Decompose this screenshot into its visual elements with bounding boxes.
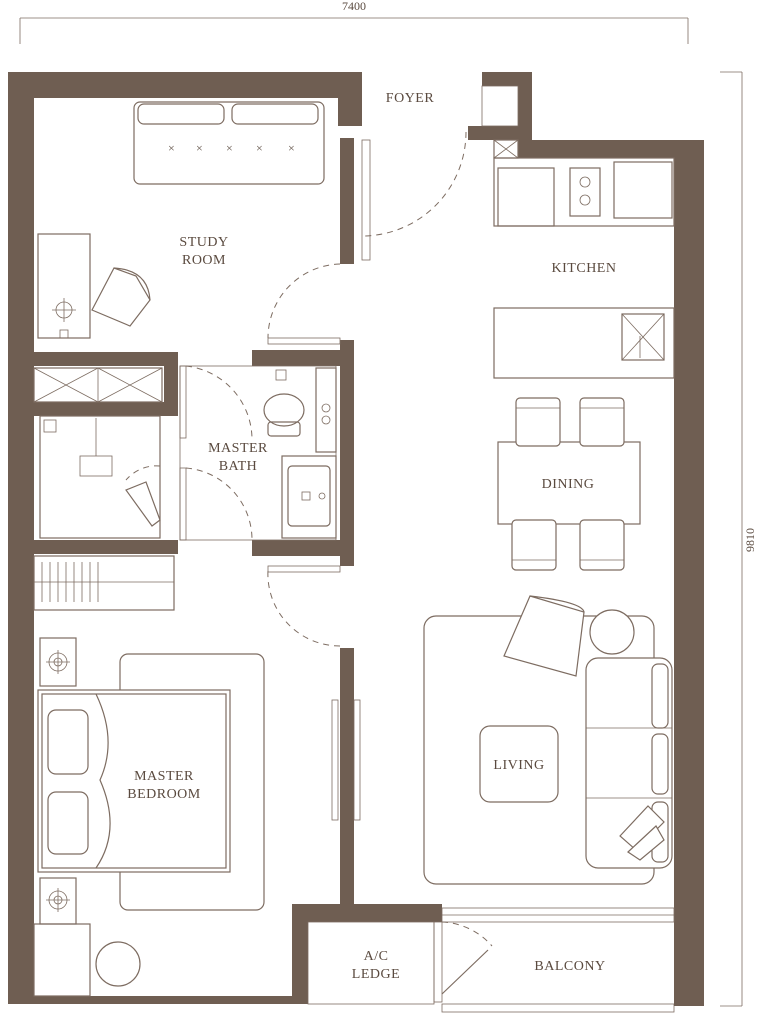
bedroom-sliding-door	[331, 699, 361, 821]
dining-label: DINING	[542, 477, 595, 492]
height-dimension-label: 9810	[743, 528, 757, 552]
width-dimension: 7400	[19, 0, 689, 44]
ac-ledge: A/C LEDGE	[307, 921, 435, 1005]
dining-chair	[515, 397, 561, 447]
dining-chair	[511, 519, 557, 571]
foyer: FOYER	[361, 85, 519, 261]
kitchen-label: KITCHEN	[552, 261, 617, 276]
wardrobe-lower	[33, 555, 175, 611]
bath-label-line1: MASTER	[208, 441, 268, 456]
wardrobe-upper	[33, 367, 163, 403]
height-dimension: 9810	[720, 71, 757, 1007]
bath-label-line2: BATH	[219, 459, 258, 474]
coffee-table	[479, 725, 559, 803]
dining-chair	[579, 397, 625, 447]
svg-text:×: ×	[168, 141, 175, 155]
toilet	[263, 369, 305, 437]
nightstand	[39, 637, 77, 687]
bedroom-desk	[33, 923, 91, 997]
svg-text:×: ×	[288, 141, 295, 155]
master-bath: MASTER BATH	[179, 365, 337, 541]
bath-vanity	[315, 367, 337, 453]
sofa-bed: × × × × ×	[133, 101, 325, 185]
side-table	[589, 609, 635, 655]
study-chair	[91, 267, 151, 327]
svg-text:×: ×	[226, 141, 233, 155]
master-bedroom: MASTER BEDROOM	[33, 555, 361, 997]
study-label-line1: STUDY	[179, 235, 228, 250]
armchair	[503, 595, 585, 677]
living: LIVING	[423, 595, 673, 885]
dining: DINING	[497, 397, 641, 571]
ac-ledge-label-line2: LEDGE	[352, 967, 400, 982]
svg-text:×: ×	[196, 141, 203, 155]
bed	[37, 653, 265, 911]
width-dimension-label: 7400	[342, 0, 366, 13]
balcony: BALCONY	[433, 907, 704, 1013]
svg-text:×: ×	[256, 141, 263, 155]
kitchen: KITCHEN	[493, 139, 675, 379]
kitchen-island	[493, 307, 675, 379]
sink	[281, 455, 337, 539]
bedroom-label-line2: BEDROOM	[127, 787, 201, 802]
bedroom-label-line1: MASTER	[134, 769, 194, 784]
living-label: LIVING	[493, 758, 544, 773]
study-room: × × × × × STUDY ROOM	[37, 101, 341, 345]
nightstand	[39, 877, 77, 925]
bedroom-stool	[95, 941, 141, 987]
walls	[8, 72, 704, 1006]
balcony-label: BALCONY	[534, 959, 605, 974]
ac-ledge-label-line1: A/C	[364, 949, 389, 964]
shower	[39, 415, 161, 539]
study-label-line2: ROOM	[182, 253, 226, 268]
sofa	[585, 657, 673, 869]
foyer-label: FOYER	[386, 91, 435, 106]
study-desk	[37, 233, 91, 339]
dining-chair	[579, 519, 625, 571]
